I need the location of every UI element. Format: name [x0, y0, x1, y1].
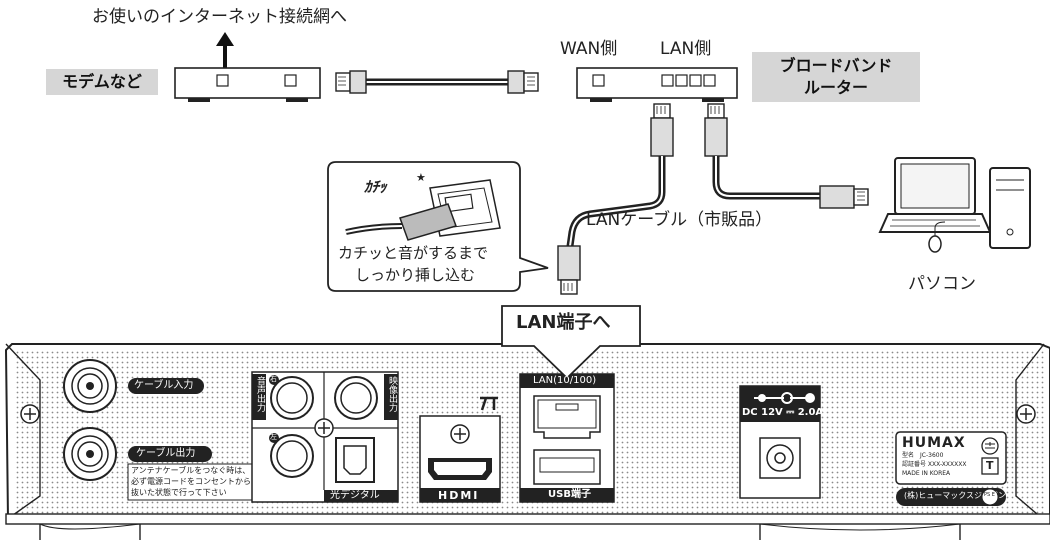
rating-label-plate	[895, 431, 1007, 506]
lan-side-label: LAN側	[660, 39, 712, 59]
right-channel-mark: 右	[270, 375, 277, 383]
antenna-note-1: アンテナケーブルをつなぐ時は、	[131, 466, 251, 475]
optical-label: 光デジタル	[330, 490, 380, 501]
audio-out-label: 音声出力	[255, 376, 265, 412]
click-star-icon: ★	[416, 171, 426, 184]
t-mark: T	[986, 459, 994, 472]
callout-line2: しっかり挿し込む	[355, 266, 476, 284]
lan-port-label: LAN(10/100)	[533, 375, 597, 386]
dc-power-group	[739, 385, 821, 499]
router-label: ブロードバンド ルーター	[752, 52, 920, 102]
cert-line: 認証番号 XXX-XXXXXX	[902, 461, 967, 468]
cable-modem-router	[335, 70, 539, 94]
video-out-label: 映像出力	[387, 376, 397, 412]
company-label: (株)ヒューマックスジャパン	[904, 491, 1007, 500]
click-sound-label: ｶﾁｯ	[364, 178, 387, 196]
wan-side-label: WAN側	[560, 39, 618, 59]
left-channel-mark: 左	[270, 433, 277, 441]
antenna-note-box	[127, 463, 263, 501]
pse-mark: PS E	[984, 492, 995, 498]
cable-in-pill	[128, 378, 204, 394]
lan-port-callout: LAN端子へ	[516, 312, 611, 333]
pc-icon	[878, 157, 1031, 253]
cable-out-label: ケーブル出力	[136, 448, 196, 459]
cable-out-connector	[63, 427, 117, 481]
antenna-note-3: 抜いた状態で行って下さい	[131, 488, 227, 497]
pc-label: パソコン	[908, 274, 976, 294]
model-line: 型名 JC-3600	[902, 452, 944, 459]
cable-in-label: ケーブル入力	[134, 380, 194, 391]
modem-device	[174, 67, 321, 102]
callout-line1: カチッと音がするまで	[338, 244, 489, 262]
made-in-line: MADE IN KOREA	[902, 470, 951, 477]
lan-usb-group	[519, 373, 615, 503]
cable-router-to-pc	[704, 103, 869, 209]
router-device	[576, 67, 738, 102]
modem-label: モデムなど	[46, 69, 158, 95]
internet-label: お使いのインターネット接続網へ	[92, 7, 347, 27]
callout-balloon	[327, 161, 549, 292]
cable-router-to-stb	[557, 103, 674, 295]
dc-rating-label: DC 12V ⎓ 2.0A	[742, 407, 824, 418]
usb-port-label: USB端子	[548, 489, 591, 500]
hdmi-label: HDMI	[438, 489, 480, 502]
hdmi-port-group	[419, 396, 501, 503]
up-arrow-icon	[216, 32, 234, 68]
router-label-line1: ブロードバンド	[779, 56, 893, 75]
cable-in-connector	[63, 359, 117, 413]
router-label-line2: ルーター	[803, 78, 868, 97]
av-output-group	[251, 371, 399, 503]
antenna-note-2: 必ず電源コードをコンセントから	[131, 477, 251, 486]
lan-port-callout-box	[501, 305, 641, 380]
cable-out-pill	[128, 446, 212, 462]
humax-logo: HUMAX	[902, 435, 966, 451]
lan-cable-label: LANケーブル（市販品）	[586, 210, 773, 230]
